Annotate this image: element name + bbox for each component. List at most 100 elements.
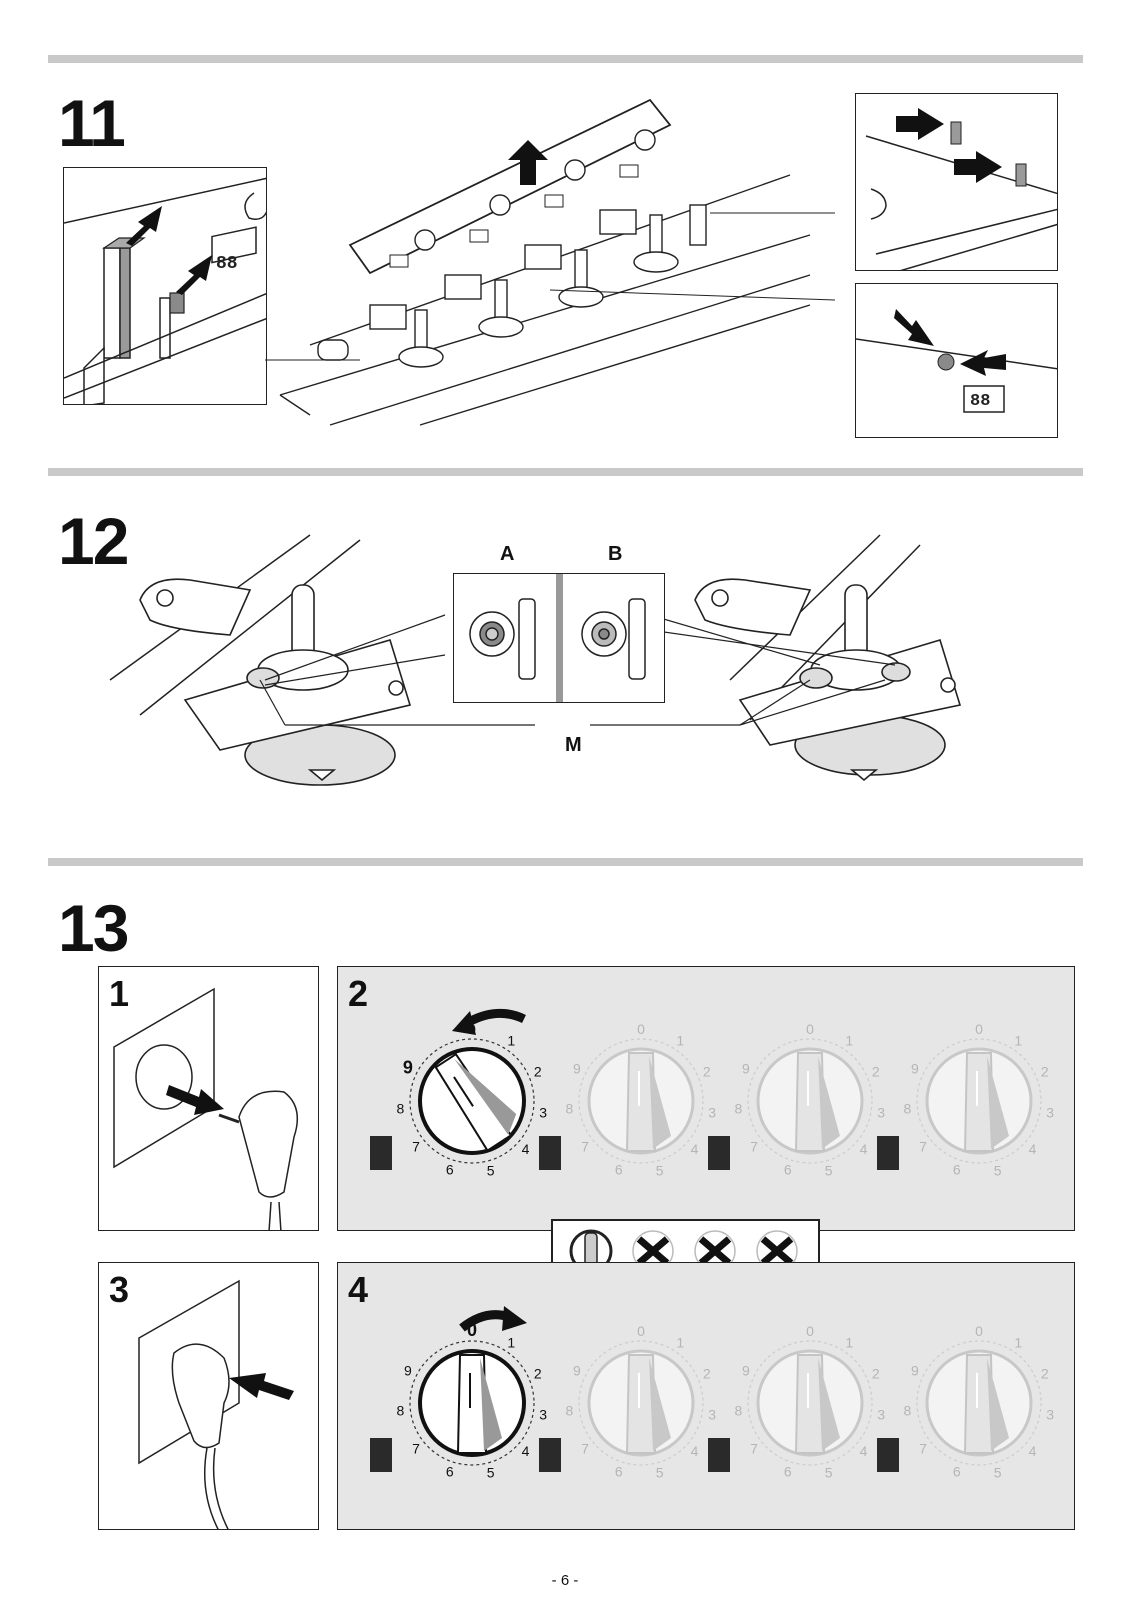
knob-grip	[625, 1052, 671, 1152]
section-divider-13	[48, 858, 1083, 866]
dial-scale-label: 5	[487, 1163, 495, 1179]
indicator-square	[370, 1438, 392, 1472]
dial-scale-label: 7	[581, 1138, 589, 1154]
dial-scale-label: 3	[1046, 1104, 1054, 1120]
indicator-square	[370, 1136, 392, 1170]
knob-grip	[963, 1052, 1009, 1152]
label-a: A	[500, 543, 515, 565]
dial-scale-label: 9	[404, 1362, 412, 1378]
indicator-square	[708, 1136, 730, 1170]
control-panel-illustration	[265, 98, 836, 426]
dial-scale-label: 4	[522, 1141, 530, 1157]
dial-scale-label: 2	[534, 1064, 542, 1080]
dial-scale-label: 0	[806, 1323, 814, 1339]
arrow-icon	[896, 108, 1002, 183]
label-m: M	[565, 734, 582, 756]
svg-text:88: 88	[216, 254, 238, 274]
dial-scale-label: 8	[734, 1101, 742, 1117]
dial-scale-label: 4	[691, 1141, 699, 1157]
dial-scale-label: 6	[953, 1463, 961, 1479]
dial-scale-label: 4	[1029, 1141, 1037, 1157]
dial-scale-label: 7	[412, 1138, 420, 1154]
rotation-arrow-icon	[452, 1008, 526, 1035]
arrow-icon	[229, 1373, 294, 1400]
cross-icon	[760, 1236, 794, 1266]
dial-scale-label: 6	[615, 1161, 623, 1177]
dial-scale-label: 7	[412, 1440, 420, 1456]
dial-scale-label: 8	[903, 1403, 911, 1419]
dial-scale-label: 9	[742, 1060, 750, 1076]
arrow-icon	[508, 140, 548, 185]
dial-scale-label: 8	[396, 1403, 404, 1419]
panel-2-turn-to-9: 2 01234567890123456789012345678901234567…	[337, 966, 1075, 1231]
dial-scale-label: 3	[539, 1406, 547, 1422]
dial-scale-label: 9	[911, 1060, 919, 1076]
detail-box-left: 88	[63, 167, 267, 405]
dial-scale-label: 3	[708, 1104, 716, 1120]
dial-scale-label: 9	[573, 1362, 581, 1378]
knob-grip	[625, 1354, 671, 1454]
dial-scale-label: 8	[565, 1403, 573, 1419]
dial-scale-label: 1	[845, 1033, 853, 1049]
dial-scale-label: 0	[806, 1021, 814, 1037]
dial-scale-label: 8	[903, 1101, 911, 1117]
dial-scale-label: 1	[1014, 1335, 1022, 1351]
dial-scale-label: 6	[446, 1463, 454, 1479]
indicator-square	[877, 1136, 899, 1170]
svg-text:88: 88	[970, 392, 990, 411]
detail-box-right-bottom: 88	[855, 283, 1058, 438]
arrow-icon	[894, 309, 1006, 376]
dial-scale-label: 9	[403, 1057, 413, 1077]
dial-scale-label: 4	[860, 1141, 868, 1157]
dial-scale-label: 0	[467, 1320, 477, 1340]
dial-scale-label: 2	[703, 1366, 711, 1382]
knob-base-illustration	[109, 534, 962, 786]
dial-scale-label: 3	[877, 1406, 885, 1422]
dial-scale-label: 1	[676, 1335, 684, 1351]
knob-grip	[794, 1052, 840, 1152]
arrow-icon	[166, 1085, 224, 1115]
dial-scale-label: 8	[734, 1403, 742, 1419]
dial-scale-label: 5	[656, 1465, 664, 1481]
dial-scale-label: 4	[691, 1443, 699, 1459]
socket-icon	[113, 987, 215, 1169]
dial-scale-label: 9	[742, 1362, 750, 1378]
dial-scale-label: 1	[507, 1033, 515, 1049]
dial-scale-label: 3	[1046, 1406, 1054, 1422]
dial-scale-label: 2	[1041, 1064, 1049, 1080]
panel-1-unplug: 1	[98, 966, 319, 1231]
dial-scale-label: 5	[487, 1465, 495, 1481]
dial-scale-label: 2	[534, 1366, 542, 1382]
knob-grip	[963, 1354, 1009, 1454]
panel-3-plug-in: 3	[98, 1262, 319, 1530]
indicator-square	[539, 1438, 561, 1472]
dial-scale-label: 8	[396, 1101, 404, 1117]
knob-grip	[794, 1354, 840, 1454]
cross-icon	[698, 1236, 732, 1266]
dial-scale-label: 8	[565, 1101, 573, 1117]
dial-scale-label: 6	[446, 1161, 454, 1177]
dial-scale-label: 4	[1029, 1443, 1037, 1459]
inset-a-b-drawing	[469, 574, 646, 702]
section-divider-11	[48, 55, 1083, 63]
dial-scale-label: 0	[975, 1323, 983, 1339]
dial-scale-label: 3	[708, 1406, 716, 1422]
detail-right-top-drawing	[865, 108, 1057, 270]
step-number-13: 13	[58, 891, 129, 965]
indicator-square	[539, 1136, 561, 1170]
indicator-square	[708, 1438, 730, 1472]
dial-scale-label: 6	[953, 1161, 961, 1177]
dial-scale-label: 5	[825, 1465, 833, 1481]
dial-scale-label: 7	[581, 1440, 589, 1456]
dial-scale-label: 3	[539, 1104, 547, 1120]
dial-scale-label: 5	[825, 1163, 833, 1179]
knob-selection-strip	[551, 1219, 820, 1279]
dial-scale-label: 0	[637, 1323, 645, 1339]
